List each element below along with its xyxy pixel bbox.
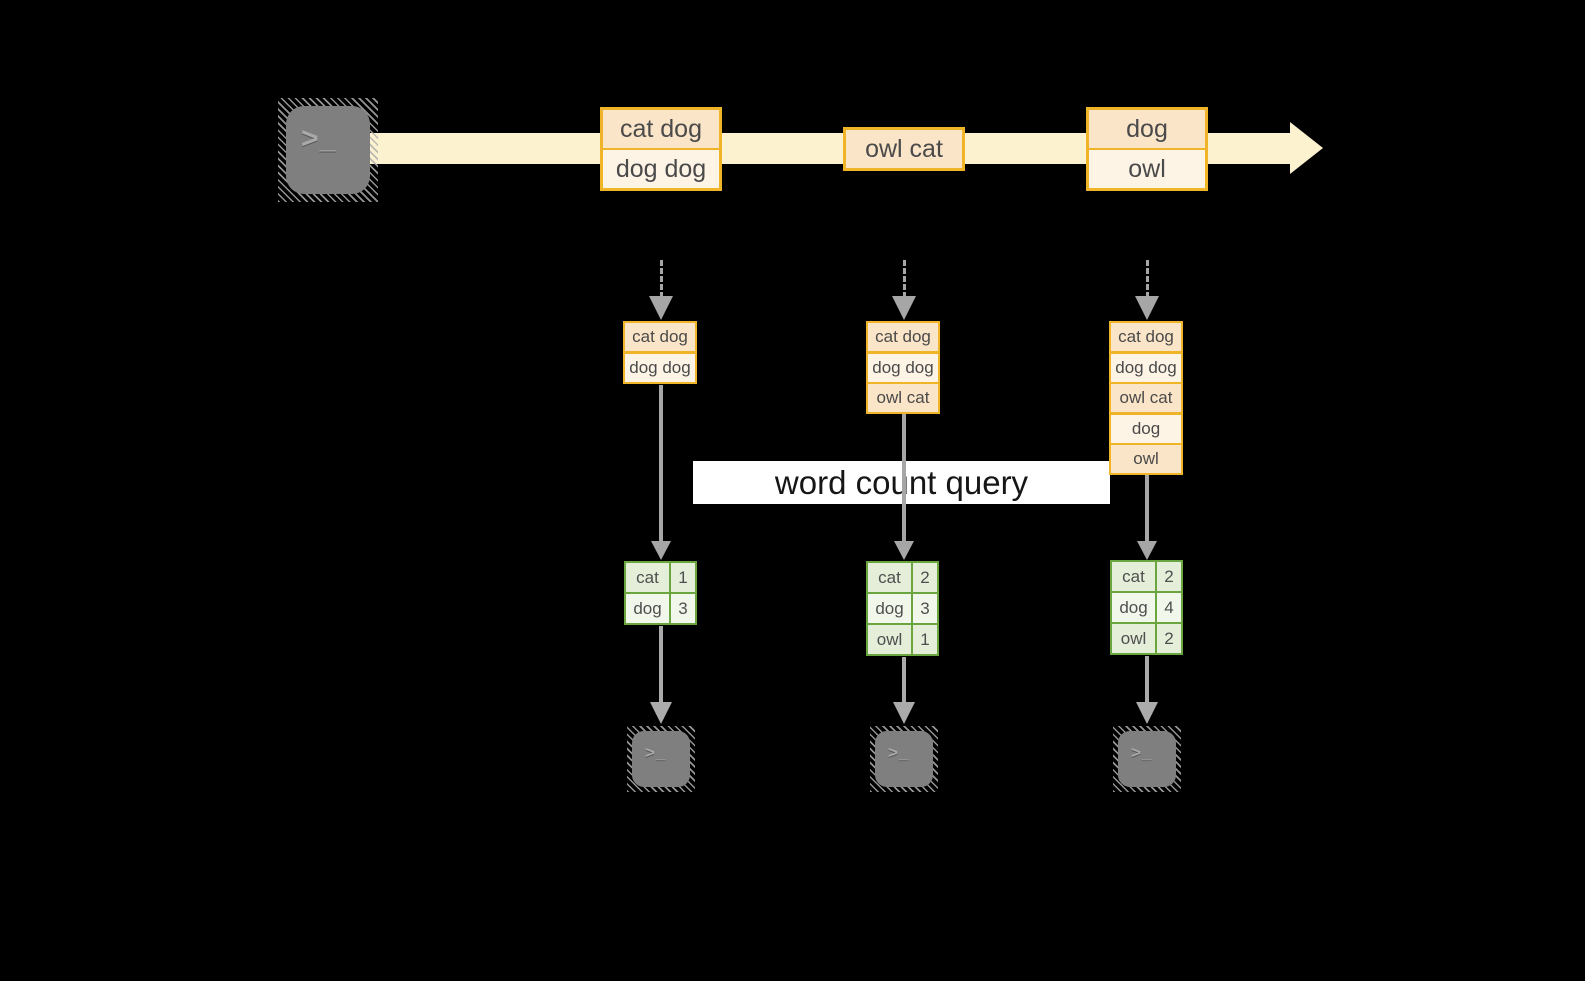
terminal-prompt-icon: >_ — [645, 743, 667, 762]
stream-record: owl — [1089, 150, 1205, 188]
count-table-3: cat 2 dog 4 owl 2 — [1110, 560, 1183, 655]
count-word: owl — [1112, 624, 1155, 653]
count-word: dog — [626, 594, 669, 623]
stack-record: cat dog — [625, 323, 695, 351]
sink-arrow-line-3 — [1145, 656, 1149, 704]
count-row: cat 1 — [626, 563, 695, 592]
count-word: cat — [626, 563, 669, 592]
sink-arrow-line-1 — [659, 626, 663, 704]
count-row: dog 4 — [1112, 593, 1181, 622]
stream-event-batch-1: cat dog dog dog — [600, 107, 722, 191]
stream-record: owl cat — [846, 130, 962, 168]
terminal-body: >_ — [1118, 731, 1176, 787]
count-word: owl — [868, 625, 911, 654]
record-stack-2: cat dog dog dog owl cat — [866, 321, 940, 414]
count-row: cat 2 — [868, 563, 937, 592]
count-value: 3 — [913, 594, 937, 623]
sink-terminal-icon-3: >_ — [1113, 726, 1181, 792]
sink-arrowhead-icon-2 — [893, 702, 915, 724]
stack-record: dog dog — [625, 353, 695, 382]
count-value: 1 — [671, 563, 695, 592]
record-stack-3: cat dog dog dog owl cat dog owl — [1109, 321, 1183, 475]
count-word: cat — [1112, 562, 1155, 591]
stream-event-batch-3: dog owl — [1086, 107, 1208, 191]
stack-record: cat dog — [868, 323, 938, 351]
terminal-prompt-icon: >_ — [888, 743, 910, 762]
query-label: word count query — [693, 461, 1110, 504]
stream-event-batch-2: owl cat — [843, 127, 965, 171]
ingress-arrowhead-icon-2 — [892, 296, 916, 320]
terminal-body: >_ — [286, 106, 370, 194]
stack-record: dog dog — [1111, 353, 1181, 382]
stack-record: dog dog — [868, 353, 938, 382]
count-table-2: cat 2 dog 3 owl 1 — [866, 561, 939, 656]
count-value: 2 — [1157, 562, 1181, 591]
count-table-1: cat 1 dog 3 — [624, 561, 697, 625]
query-arrowhead-icon-3 — [1137, 541, 1157, 560]
count-value: 4 — [1157, 593, 1181, 622]
count-row: cat 2 — [1112, 562, 1181, 591]
count-row: owl 1 — [868, 625, 937, 654]
ingress-arrow-dash-1 — [660, 260, 663, 298]
record-stack-1: cat dog dog dog — [623, 321, 697, 384]
count-word: dog — [868, 594, 911, 623]
stream-record: cat dog — [603, 110, 719, 148]
stack-record: cat dog — [1111, 323, 1181, 351]
ingress-arrowhead-icon-3 — [1135, 296, 1159, 320]
count-value: 2 — [913, 563, 937, 592]
ingress-arrowhead-icon-1 — [649, 296, 673, 320]
source-terminal-icon: >_ — [278, 98, 378, 202]
terminal-body: >_ — [632, 731, 690, 787]
terminal-prompt-icon: >_ — [1131, 743, 1153, 762]
stack-record: owl — [1111, 445, 1181, 473]
ingress-arrow-dash-2 — [903, 260, 906, 298]
terminal-prompt-icon: >_ — [301, 122, 338, 155]
query-arrow-line-3 — [1145, 475, 1149, 543]
count-value: 1 — [913, 625, 937, 654]
count-row: owl 2 — [1112, 624, 1181, 653]
stack-record: owl cat — [868, 384, 938, 412]
sink-terminal-icon-1: >_ — [627, 726, 695, 792]
sink-arrow-line-2 — [902, 657, 906, 704]
stack-record: dog — [1111, 414, 1181, 443]
count-value: 2 — [1157, 624, 1181, 653]
stream-record: dog dog — [603, 150, 719, 188]
stack-record: owl cat — [1111, 384, 1181, 412]
sink-arrowhead-icon-3 — [1136, 702, 1158, 724]
count-row: dog 3 — [626, 594, 695, 623]
query-arrow-line-2 — [902, 414, 906, 543]
sink-terminal-icon-2: >_ — [870, 726, 938, 792]
ingress-arrow-dash-3 — [1146, 260, 1149, 298]
count-row: dog 3 — [868, 594, 937, 623]
query-arrow-line-1 — [659, 385, 663, 543]
sink-arrowhead-icon-1 — [650, 702, 672, 724]
stream-arrowhead-icon — [1290, 122, 1323, 174]
count-word: dog — [1112, 593, 1155, 622]
query-arrowhead-icon-1 — [651, 541, 671, 560]
query-arrowhead-icon-2 — [894, 541, 914, 560]
terminal-body: >_ — [875, 731, 933, 787]
count-value: 3 — [671, 594, 695, 623]
stream-record: dog — [1089, 110, 1205, 148]
count-word: cat — [868, 563, 911, 592]
